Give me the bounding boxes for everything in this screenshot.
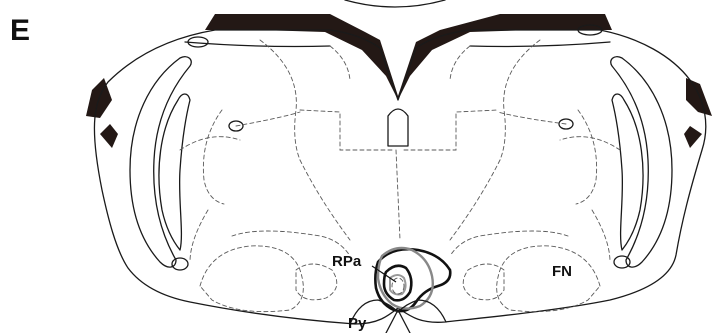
right-lateral-structure-outer — [611, 57, 672, 267]
panel-letter: E — [10, 14, 30, 47]
right-low-oval — [614, 256, 630, 268]
dorsal-dark-region — [205, 14, 612, 100]
ventricle-arc — [345, 0, 445, 7]
section-outline — [94, 30, 705, 324]
left-low-oval — [172, 258, 188, 270]
lesion-outline-gray-large — [378, 248, 433, 309]
floor-line — [185, 42, 610, 47]
label-fn: FN — [552, 263, 572, 280]
right-lateral-structure-inner — [612, 94, 643, 250]
left-lateral-structure-inner — [159, 94, 190, 250]
right-lower-dark-patch — [684, 126, 702, 148]
left-lateral-structure-outer — [130, 57, 191, 267]
right-dark-patch — [686, 78, 712, 116]
label-py: Py — [348, 315, 367, 332]
midline-structure — [388, 109, 408, 146]
left-lower-dark-patch — [100, 124, 118, 148]
label-rpa: RPa — [332, 253, 362, 270]
